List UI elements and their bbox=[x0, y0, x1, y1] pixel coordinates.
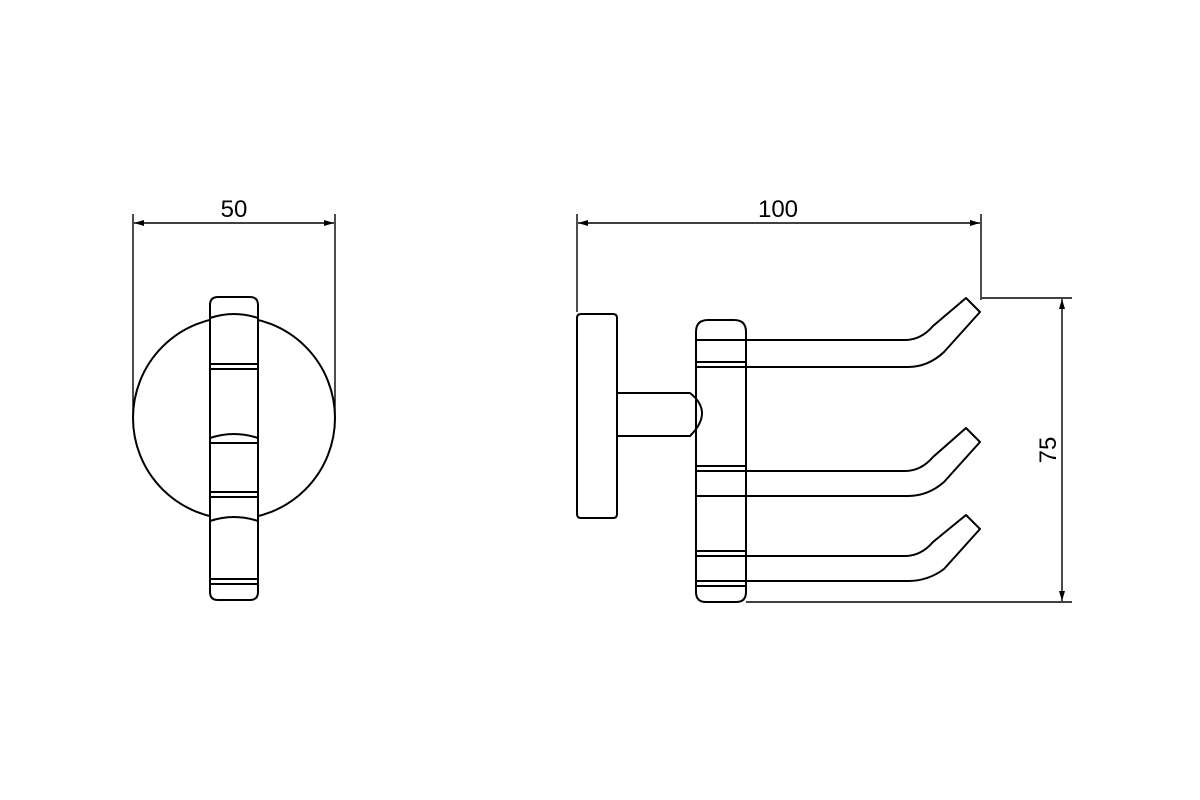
hook-arm-middle bbox=[745, 427, 981, 497]
pivot-block-lower bbox=[695, 555, 747, 603]
width-label: 50 bbox=[221, 196, 248, 223]
wall-plate-side bbox=[576, 313, 618, 519]
height-label: 75 bbox=[1035, 437, 1062, 464]
height-dimension: 75 bbox=[746, 297, 1072, 603]
stem bbox=[616, 392, 703, 437]
pivot-block-middle bbox=[695, 465, 747, 557]
front-view: 50 bbox=[132, 196, 336, 601]
side-view: 100 75 bbox=[576, 196, 1072, 603]
hook-column-segments bbox=[209, 313, 259, 585]
hook-column-outline bbox=[209, 296, 259, 601]
depth-label: 100 bbox=[758, 196, 798, 223]
hook-arm-top bbox=[745, 297, 981, 368]
width-dimension: 50 bbox=[132, 196, 336, 416]
hook-arm-bottom bbox=[745, 514, 981, 582]
depth-dimension: 100 bbox=[576, 196, 982, 312]
pivot-block-upper bbox=[695, 319, 747, 467]
